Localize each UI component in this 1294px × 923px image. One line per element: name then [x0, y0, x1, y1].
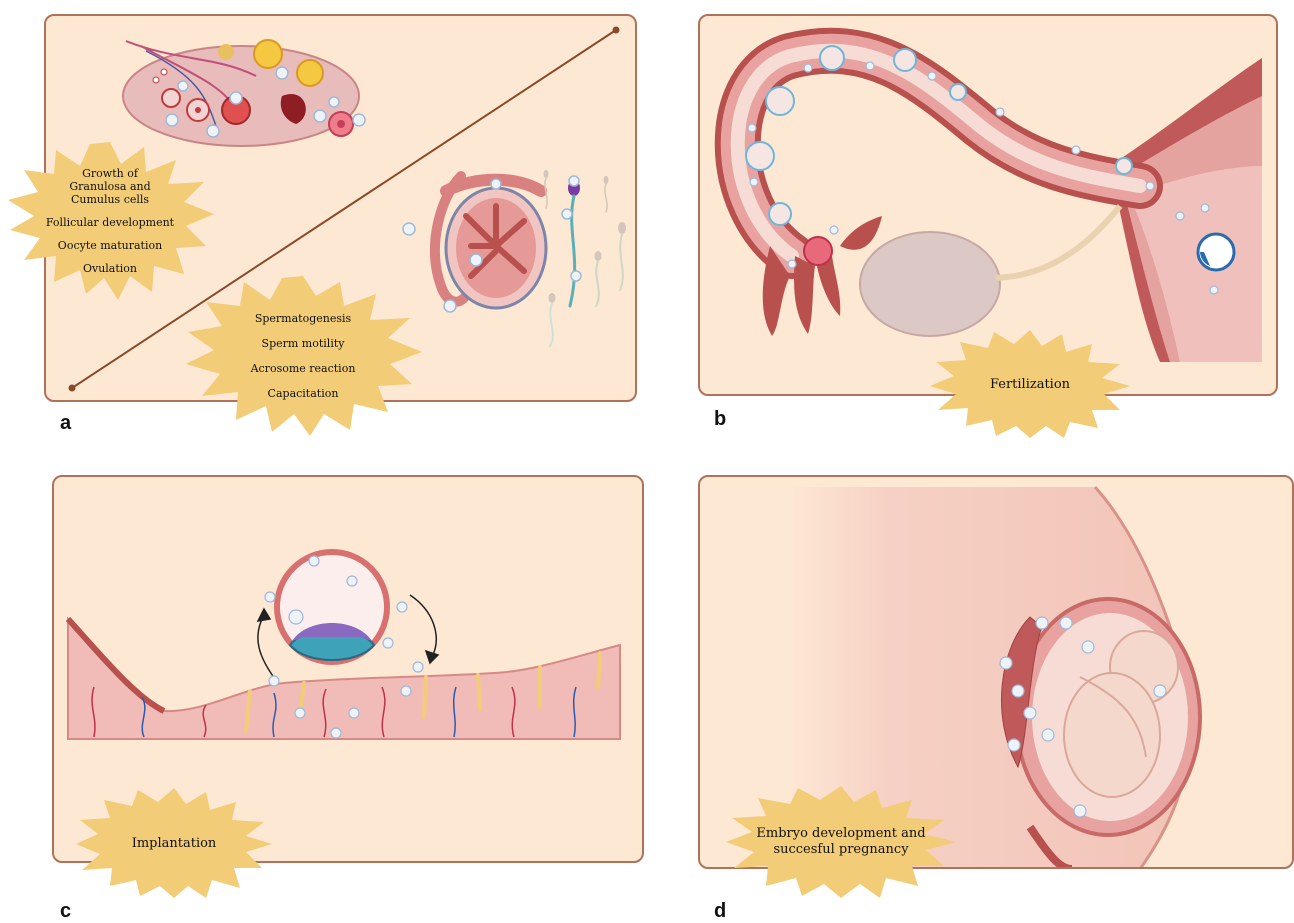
process-label: Sperm motility: [262, 337, 345, 350]
process-label: Capacitation: [268, 387, 339, 400]
process-label: Follicular development: [46, 216, 174, 229]
fertilization-label: Fertilization: [990, 377, 1070, 392]
sperm-cells-icon: [544, 170, 627, 346]
ovary-icon: [123, 40, 359, 146]
fertilization-burst: Fertilization: [930, 330, 1130, 438]
implantation-label: Implantation: [132, 836, 217, 851]
implantation-burst: Implantation: [76, 788, 272, 898]
panel-letter-d: d: [714, 900, 726, 923]
testis-icon: [435, 176, 546, 308]
divider-endpoint: [613, 27, 620, 34]
process-label: Oocyte maturation: [58, 239, 162, 252]
male-processes-list: Spermatogenesis Sperm motility Acrosome …: [184, 276, 422, 436]
divider-endpoint: [69, 385, 76, 392]
pregnancy-label: Embryo development and succesful pregnan…: [756, 826, 926, 858]
process-label: Ovulation: [83, 262, 137, 275]
panel-letter-a: a: [60, 412, 71, 435]
blastocyst-icon: [277, 552, 387, 662]
pregnancy-burst: Embryo development and succesful pregnan…: [726, 786, 956, 898]
process-label: Spermatogenesis: [255, 312, 351, 325]
female-processes-list: Growth of Granulosa and Cumulus cells Fo…: [6, 142, 214, 300]
process-label: Growth of Granulosa and Cumulus cells: [54, 167, 166, 206]
blastocyst-icon: [1198, 234, 1234, 270]
panel-letter-b: b: [714, 408, 726, 431]
ovary-icon: [860, 232, 1000, 336]
female-processes-burst: Growth of Granulosa and Cumulus cells Fo…: [6, 142, 214, 300]
male-processes-burst: Spermatogenesis Sperm motility Acrosome …: [184, 276, 422, 436]
oocyte-icon: [804, 237, 832, 265]
process-label: Acrosome reaction: [251, 362, 356, 375]
panel-letter-c: c: [60, 900, 71, 923]
